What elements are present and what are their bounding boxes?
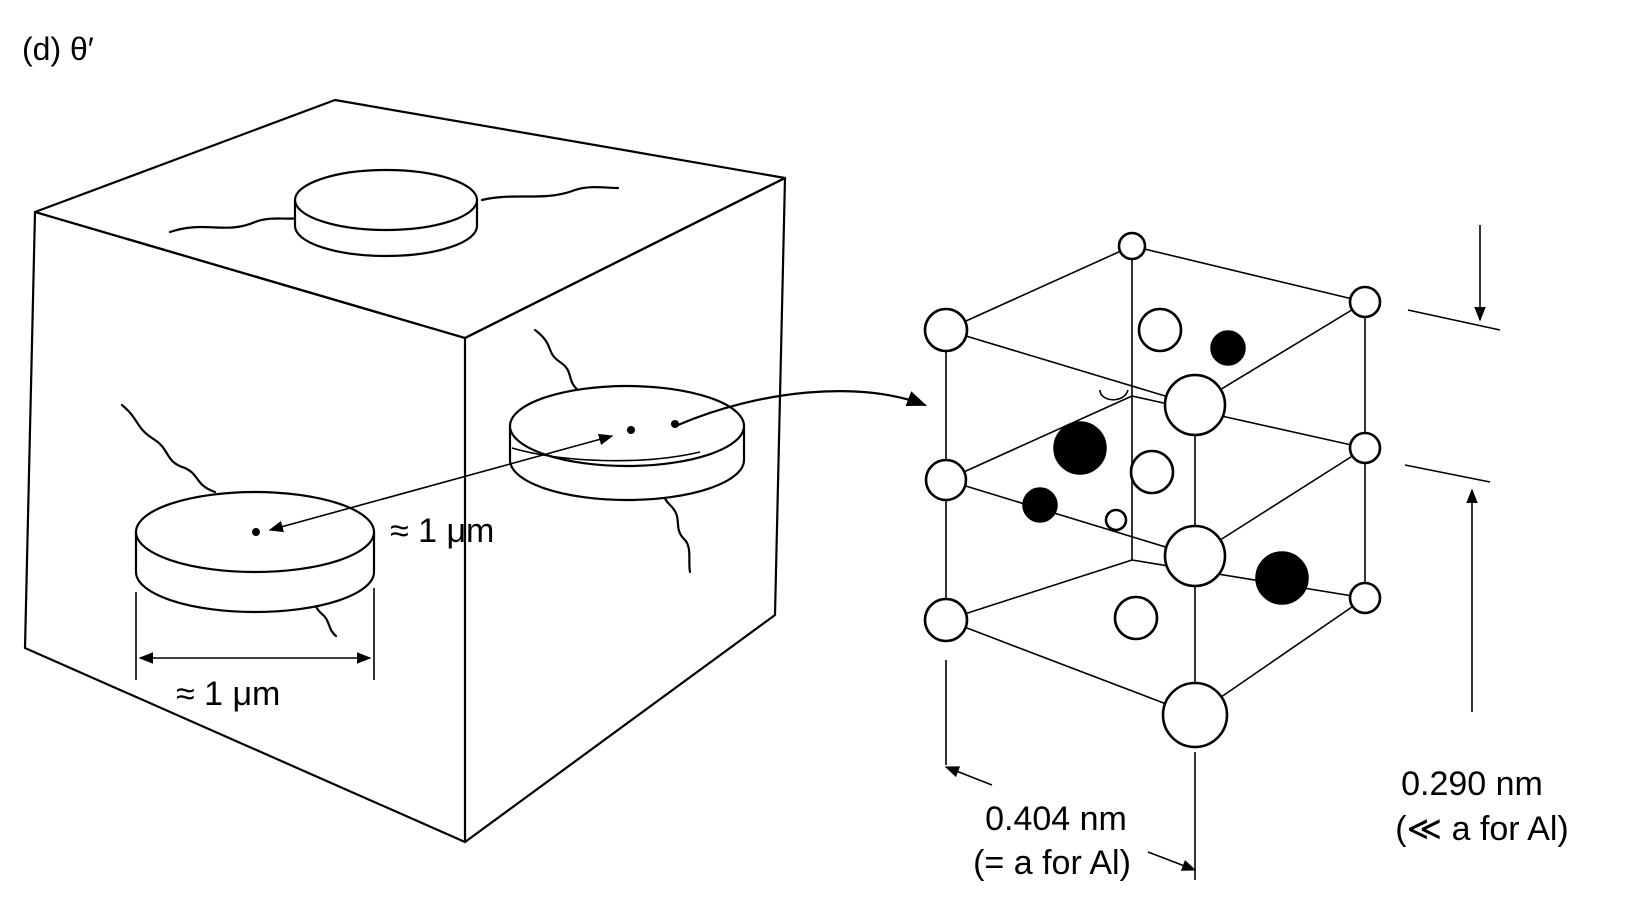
lattice-a-value: 0.404 nm [985, 800, 1127, 838]
al-atom [1104, 508, 1128, 532]
disc-spacing-label: ≈ 1 μm [390, 512, 494, 550]
cu-atom [1255, 551, 1309, 605]
lattice-c-dimension [1404, 225, 1501, 712]
cu-atom [1210, 330, 1246, 366]
al-atom [923, 597, 969, 643]
disc-diameter-dimension [135, 588, 375, 680]
cu-atom [1053, 421, 1107, 475]
lattice-c-value: 0.290 nm [1401, 765, 1543, 803]
al-atom [1117, 231, 1147, 261]
lattice-a-dimension [944, 660, 1197, 880]
precipitate-disc-right [508, 328, 746, 574]
al-atom [1163, 373, 1227, 437]
unit-cell [923, 231, 1382, 749]
al-atom [1348, 581, 1382, 615]
strain-line [120, 403, 217, 494]
al-atom [1161, 681, 1229, 749]
hidden-atom [1099, 389, 1129, 401]
disc-spacing-arrow [268, 433, 614, 533]
precipitate-disc-left [120, 403, 376, 638]
strain-line [168, 216, 302, 234]
al-atom [1113, 595, 1159, 641]
strain-line [480, 186, 620, 202]
al-atom [1137, 307, 1183, 353]
al-atom [924, 458, 968, 502]
precipitate-disc-top [168, 168, 620, 258]
al-atom [923, 307, 969, 353]
al-atom [1348, 431, 1382, 465]
lattice-c-note: (≪ a for Al) [1395, 810, 1569, 848]
block-side-face [463, 176, 787, 844]
disc-diameter-label: ≈ 1 μm [176, 675, 280, 713]
al-atom [1348, 285, 1382, 319]
lattice-a-note: (= a for Al) [973, 844, 1131, 882]
al-atom [1129, 449, 1175, 495]
zoom-arrow [676, 390, 927, 427]
panel-label: (d) θ′ [22, 31, 94, 67]
cu-atom [1022, 487, 1058, 523]
strain-line [533, 328, 592, 412]
al-atom [1163, 524, 1227, 588]
